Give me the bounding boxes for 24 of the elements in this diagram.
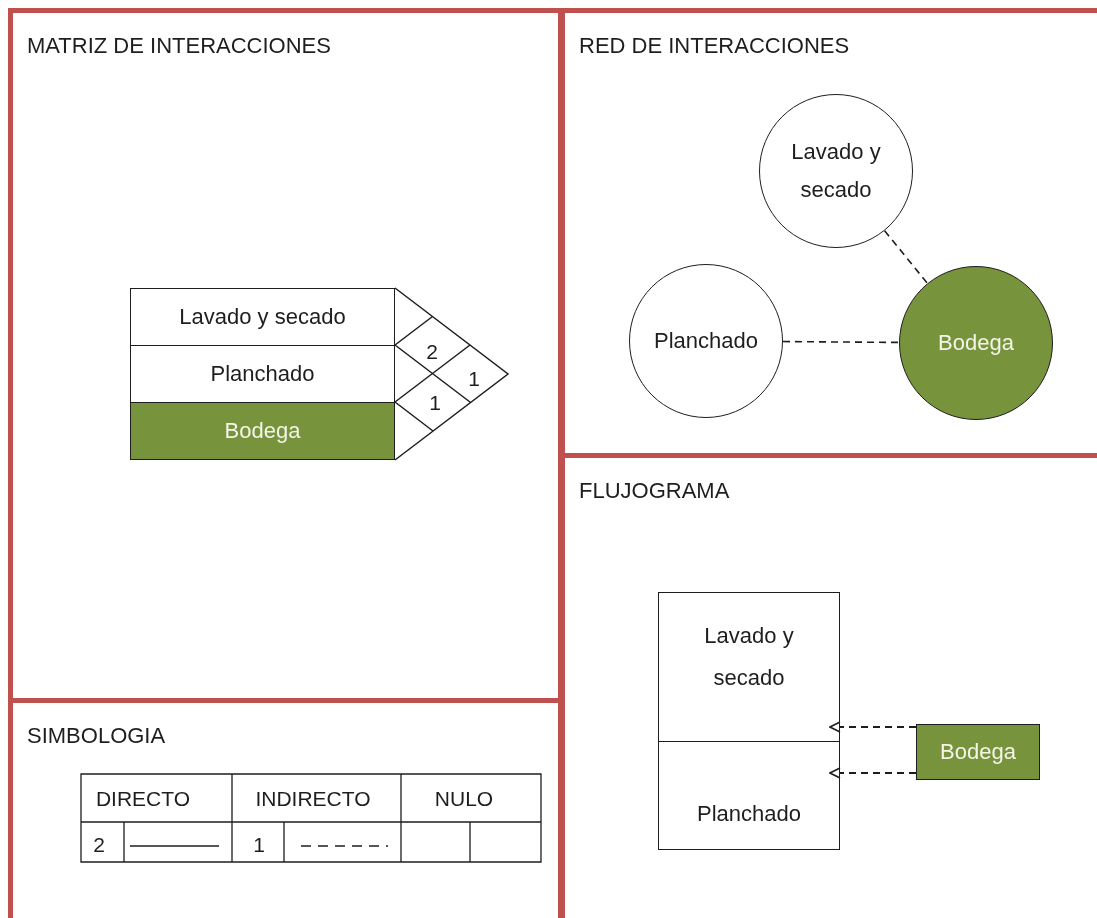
cell-value: 1 <box>468 367 480 391</box>
table-header: INDIRECTO <box>255 787 371 811</box>
process-box: Lavado y secado <box>658 592 840 742</box>
matrix-row: Lavado y secado <box>130 288 395 346</box>
panel-heading: RED DE INTERACCIONES <box>579 33 850 59</box>
network-circle: Lavado y secado <box>759 94 913 248</box>
connector-line <box>883 229 929 285</box>
cell-value: 1 <box>429 391 441 415</box>
connector-line <box>782 340 900 344</box>
arrow <box>829 721 916 733</box>
panel-heading: FLUJOGRAMA <box>579 478 730 504</box>
process-box: Planchado <box>658 741 840 850</box>
matrix-row: Bodega <box>130 402 395 460</box>
network-circle: Bodega <box>899 266 1053 420</box>
process-box: Bodega <box>916 724 1040 780</box>
table-header: NULO <box>434 787 494 811</box>
network-circle: Planchado <box>629 264 783 418</box>
table-cell: 2 <box>93 833 105 857</box>
arrow <box>829 767 916 779</box>
panel-heading: MATRIZ DE INTERACCIONES <box>27 33 331 59</box>
table-cell: 1 <box>253 833 265 857</box>
table-header: DIRECTO <box>95 787 191 811</box>
panel-heading: SIMBOLOGIA <box>27 723 166 749</box>
cell-value: 2 <box>426 340 438 364</box>
